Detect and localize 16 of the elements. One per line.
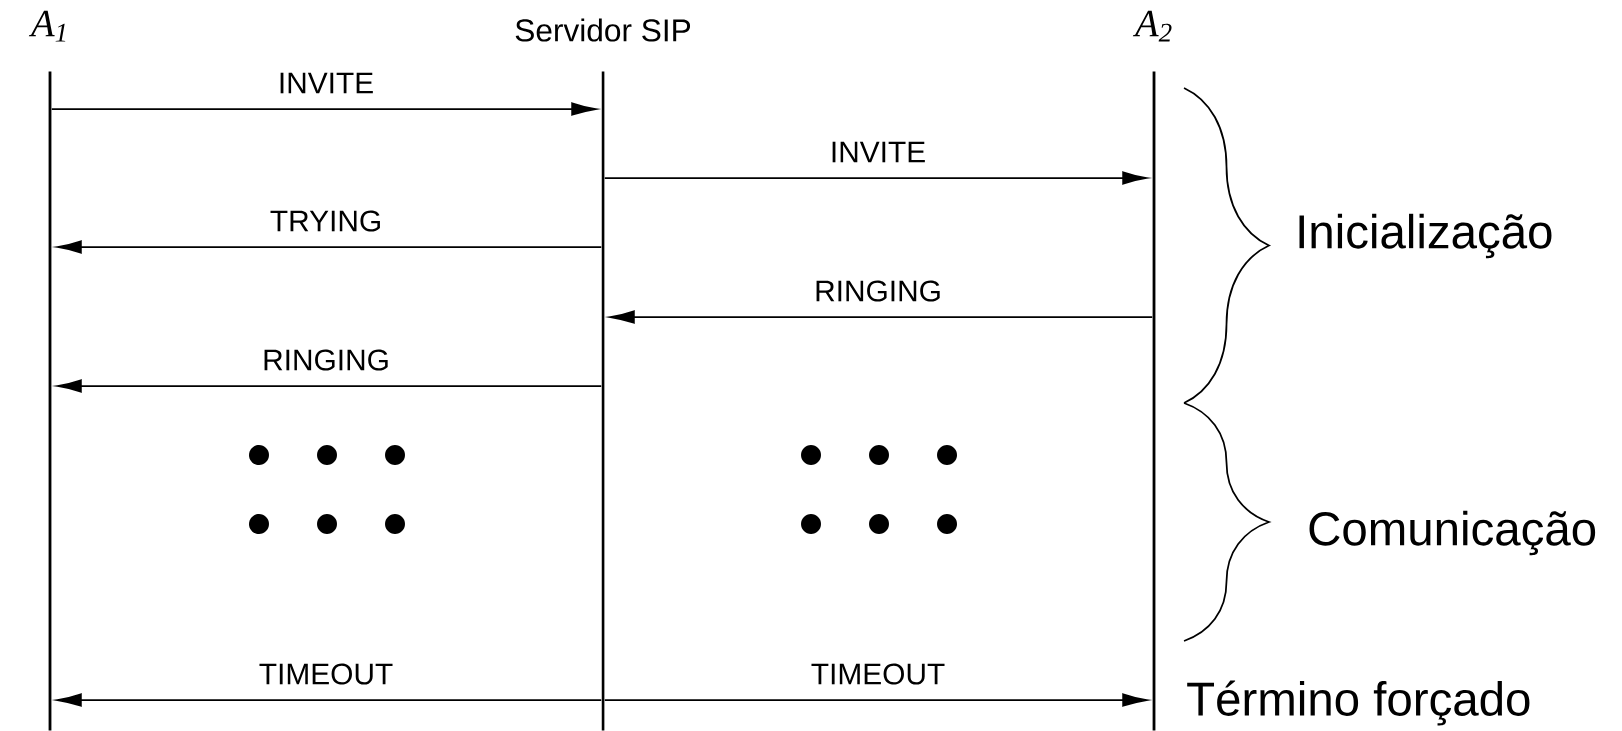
- lifeline: Servidor SIP: [515, 18, 691, 731]
- node-label: A$_{1}$: [28, 10, 66, 42]
- lifeline: A$_{2}$: [1132, 10, 1172, 731]
- node-label: A$_{2}$: [1132, 10, 1172, 42]
- message-label: INVITE: [276, 71, 376, 96]
- phase-label: Comunicação: [1309, 510, 1596, 556]
- node-label: Servidor SIP: [515, 18, 691, 42]
- message-label: RINGING: [812, 278, 944, 304]
- lifeline: A$_{1}$: [28, 10, 66, 731]
- message-label: TIMEOUT: [257, 661, 395, 687]
- message-label: TRYING: [268, 208, 384, 234]
- message-label: TIMEOUT: [809, 661, 947, 687]
- phase-label: Inicialização: [1299, 213, 1552, 259]
- message-label: RINGING: [260, 347, 392, 373]
- phase-label: Término forçado: [1187, 680, 1530, 726]
- message-label: INVITE: [828, 139, 928, 165]
